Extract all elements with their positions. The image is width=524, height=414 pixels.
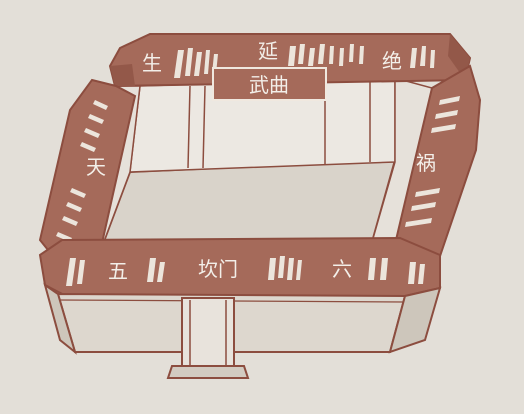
label-bottom-left: 五 [108, 259, 128, 283]
top-beam-end-left [110, 64, 135, 86]
label-top-left: 生 [142, 51, 162, 75]
label-left-side: 天 [86, 155, 106, 179]
label-top-center-box: 武曲 [249, 73, 289, 97]
label-top-center: 延 [258, 39, 278, 63]
bottom-beam-texture [66, 256, 425, 286]
label-top-right: 绝 [382, 49, 402, 73]
front-right-side-wall [388, 286, 442, 354]
bottom-beam [38, 236, 441, 300]
top-center-box [212, 67, 327, 101]
back-wall-posts [187, 80, 371, 169]
top-beam-texture [174, 44, 435, 78]
right-beam-texture [405, 96, 460, 227]
front-left-side-wall [43, 282, 77, 355]
label-bottom-right: 六 [332, 257, 352, 281]
front-door [166, 297, 250, 379]
label-right-side: 祸 [416, 151, 436, 175]
label-bottom-center: 坎门 [198, 257, 238, 281]
